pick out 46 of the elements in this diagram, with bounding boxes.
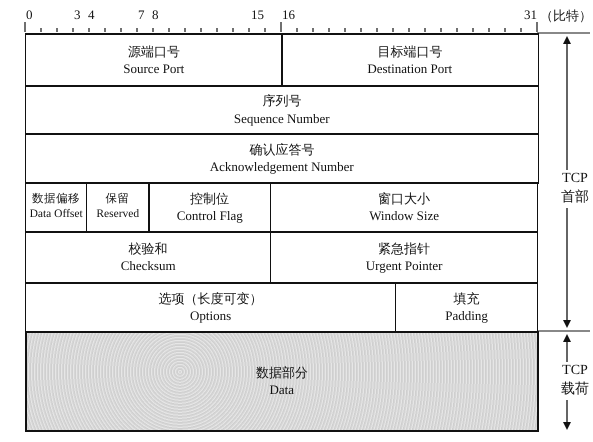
bit-number: 8 [152,7,158,23]
unit-label: （比特） [540,7,592,25]
bit-number: 31 [524,7,537,23]
field-name-english: Sequence Number [234,110,330,128]
field-name-english: Padding [445,307,488,325]
field-name: 控制位 [190,190,230,208]
field-name-english: Checksum [120,257,176,275]
field-name-english: Destination Port [367,60,452,78]
data-field [25,331,538,432]
header-field [25,33,282,86]
field-name: 校验和 [128,240,168,258]
field-name-english: Source Port [123,60,184,78]
bit-number: 15 [251,7,264,23]
header-field [25,85,538,134]
bit-number: 4 [88,7,94,23]
field-name-english: Window Size [369,207,440,225]
field-name-english: Urgent Pointer [366,257,442,275]
field-name: 序列号 [262,92,302,110]
header-field [25,133,538,184]
bit-number: 0 [26,7,32,23]
header-field [148,182,272,232]
header-field [86,182,150,232]
header-field [281,33,538,86]
field-name-english: Data Offset [30,207,83,222]
field-name: 源端口号 [128,42,180,60]
field-name-english: Reserved [96,207,140,222]
field-name: 确认应答号 [249,140,314,158]
header-field [25,231,272,284]
field-name-english: Control Flag [176,207,243,225]
field-name-english: Options [190,307,232,325]
bit-number: 3 [74,7,80,23]
bit-number: 16 [282,7,295,23]
field-name: 紧急指针 [378,240,430,258]
field-name: 窗口大小 [378,190,430,208]
field-name-english: Data [269,381,294,399]
field-name: 选项（长度可变） [158,290,263,308]
header-field [270,182,538,232]
field-name: 保留 [106,192,130,207]
field-name: 填充 [454,290,480,308]
field-name: 数据部分 [256,364,308,382]
field-name: 数据偏移 [32,192,80,207]
header-field [270,231,538,284]
header-field [25,182,88,232]
field-name-english: Acknowledgement Number [210,158,354,176]
field-name: 目标端口号 [377,42,442,60]
bit-number: 7 [138,7,144,23]
